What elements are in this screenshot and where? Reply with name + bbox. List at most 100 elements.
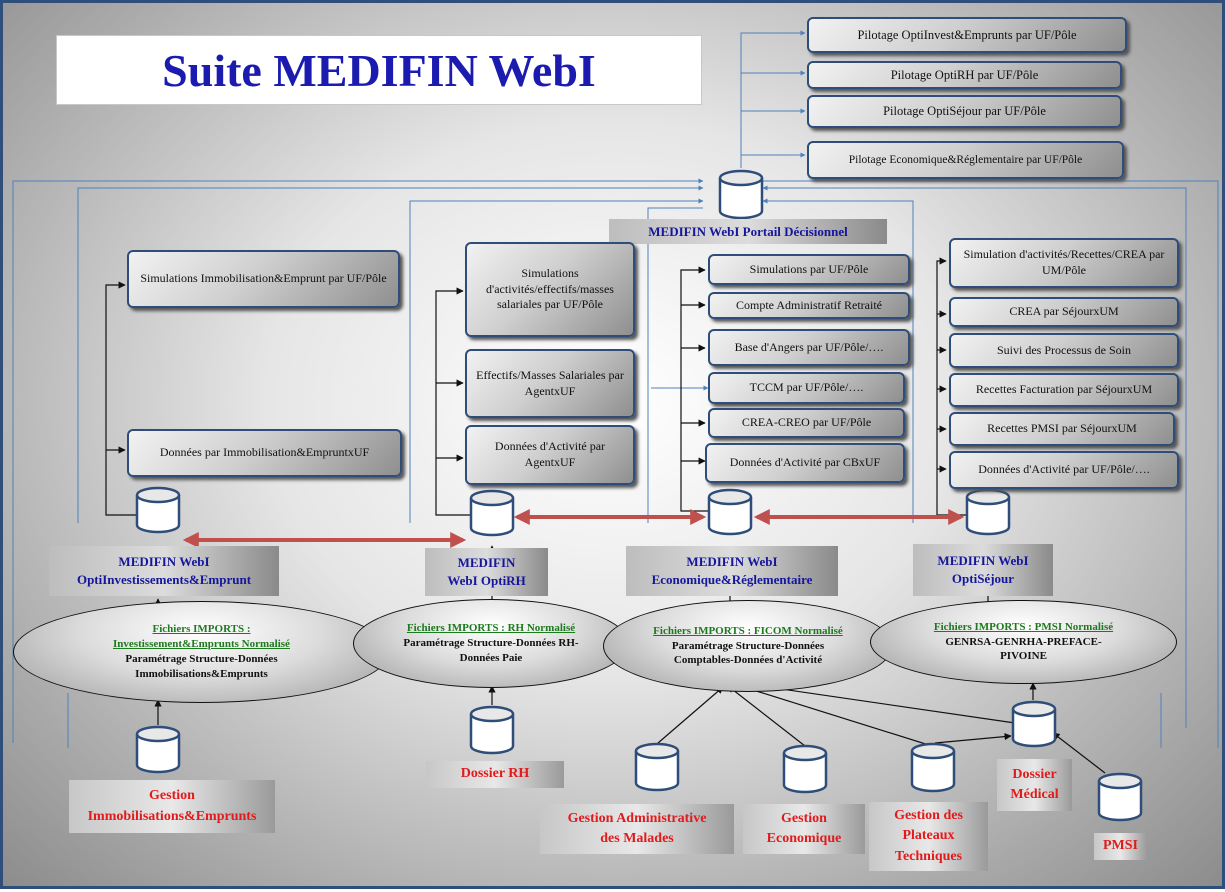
connector-lines bbox=[12, 30, 1219, 822]
invest-box-simulations: Simulations Immobilisation&Emprunt par U… bbox=[127, 250, 400, 308]
database-icon-gestion-eco bbox=[782, 744, 828, 794]
pilotage-text: Pilotage OptiInvest&Emprunts par UF/Pôle bbox=[857, 27, 1077, 42]
module-label-line: MEDIFIN WebI bbox=[686, 554, 778, 570]
diagram-title-box: Suite MEDIFIN WebI bbox=[56, 35, 702, 105]
source-label-line: PMSI bbox=[1103, 838, 1138, 854]
module-label-sejour: MEDIFIN WebI OptiSéjour bbox=[913, 544, 1053, 596]
database-icon-immo bbox=[135, 725, 181, 774]
database-icon-admin bbox=[634, 742, 680, 792]
source-label-line: Plateaux bbox=[902, 828, 955, 844]
box-text: Données par Immobilisation&EmpruntxUF bbox=[159, 445, 370, 460]
pilotage-box-sejour: Pilotage OptiSéjour par UF/Pôle bbox=[807, 95, 1122, 128]
source-label-dossier-rh: Dossier RH bbox=[426, 761, 564, 788]
box-text: Recettes PMSI par SéjourxUM bbox=[987, 421, 1137, 436]
imports-ellipse-invest: Fichiers IMPORTS : Investissement&Emprun… bbox=[13, 601, 390, 703]
feedback-lines bbox=[12, 30, 1219, 748]
box-text: Simulation d'activités/Recettes/CREA par… bbox=[963, 247, 1165, 277]
database-icon-sejour bbox=[965, 488, 1011, 536]
database-icon-plateaux bbox=[910, 742, 956, 793]
sejour-box-simulation: Simulation d'activités/Recettes/CREA par… bbox=[949, 238, 1179, 288]
source-label-admin: Gestion Administrative des Malades bbox=[540, 804, 734, 854]
sejour-box-facturation: Recettes Facturation par SéjourxUM bbox=[949, 373, 1179, 407]
source-label-line: des Malades bbox=[600, 831, 674, 846]
source-label-line: Gestion bbox=[149, 788, 195, 804]
database-cylinders bbox=[135, 169, 1143, 822]
pilotage-box-eco: Pilotage Economique&Réglementaire par UF… bbox=[807, 141, 1124, 179]
box-text: Suivi des Processus de Soin bbox=[996, 342, 1131, 357]
database-icon-invest bbox=[135, 486, 181, 534]
box-text: Effectifs/Masses Salariales par AgentxUF bbox=[476, 367, 624, 398]
module-label-eco: MEDIFIN WebI Economique&Réglementaire bbox=[626, 546, 838, 596]
box-text: Base d'Angers par UF/Pôle/…. bbox=[734, 339, 884, 354]
module-label-rh: MEDIFIN WebI OptiRH bbox=[425, 548, 548, 596]
box-text: Données d'Activité par UF/Pôle/…. bbox=[978, 462, 1150, 477]
box-text: CREA par SéjourxUM bbox=[1009, 304, 1119, 319]
pilotage-text: Pilotage OptiRH par UF/Pôle bbox=[890, 67, 1039, 82]
eco-box-simulations: Simulations par UF/Pôle bbox=[708, 254, 910, 285]
eco-box-compte: Compte Administratif Retraité bbox=[708, 292, 910, 319]
module-label-line: MEDIFIN WebI bbox=[937, 553, 1029, 569]
source-label-line: Economique bbox=[766, 831, 842, 846]
source-label-line: Dossier bbox=[1012, 766, 1057, 782]
rh-box-donnees: Données d'Activité par AgentxUF bbox=[465, 425, 635, 485]
source-label-line: Gestion bbox=[781, 810, 827, 826]
box-text: Recettes Facturation par SéjourxUM bbox=[975, 382, 1153, 397]
sejour-box-donnees: Données d'Activité par UF/Pôle/…. bbox=[949, 451, 1179, 489]
eco-box-donnees: Données d'Activité par CBxUF bbox=[705, 443, 905, 483]
database-icon-eco bbox=[707, 488, 753, 536]
tree-connectors bbox=[105, 257, 1106, 774]
pilotage-box-invest: Pilotage OptiInvest&Emprunts par UF/Pôle bbox=[807, 17, 1127, 53]
source-label-line: Dossier RH bbox=[460, 766, 530, 782]
imports-ellipse-sejour: Fichiers IMPORTS : PMSI Normalisé GENRSA… bbox=[870, 600, 1177, 684]
box-text: Données d'Activité par CBxUF bbox=[729, 455, 881, 470]
eco-box-tccm: TCCM par UF/Pôle/…. bbox=[708, 372, 905, 404]
box-text: Compte Administratif Retraité bbox=[736, 297, 882, 312]
portail-label-text: MEDIFIN WebI Portail Décisionnel bbox=[648, 223, 848, 239]
imports-body: Paramétrage Structure-Données Comptables… bbox=[671, 639, 825, 667]
invest-box-donnees: Données par Immobilisation&EmpruntxUF bbox=[127, 429, 402, 477]
rh-box-effectifs: Effectifs/Masses Salariales par AgentxUF bbox=[465, 349, 635, 418]
database-icon-rh bbox=[469, 489, 515, 537]
eco-box-crea: CREA-CREO par UF/Pôle bbox=[708, 408, 905, 438]
sejour-box-pmsi: Recettes PMSI par SéjourxUM bbox=[949, 412, 1175, 446]
box-text: CREA-CREO par UF/Pôle bbox=[741, 415, 872, 430]
rh-box-simulations: Simulations d'activités/effectifs/masses… bbox=[465, 242, 635, 337]
imports-ellipse-rh: Fichiers IMPORTS : RH Normalisé Paramétr… bbox=[353, 599, 629, 688]
diagram-title: Suite MEDIFIN WebI bbox=[162, 44, 596, 96]
box-text: Données d'Activité par AgentxUF bbox=[494, 439, 606, 469]
imports-heading: Fichiers IMPORTS : FICOM Normalisé bbox=[653, 624, 843, 637]
box-text: Simulations par UF/Pôle bbox=[749, 261, 869, 276]
red-exchange-arrows bbox=[182, 509, 965, 548]
pilotage-box-rh: Pilotage OptiRH par UF/Pôle bbox=[807, 61, 1122, 89]
module-label-line: MEDIFIN bbox=[457, 555, 516, 571]
database-icon-portail bbox=[718, 169, 764, 220]
imports-ellipse-eco: Fichiers IMPORTS : FICOM Normalisé Param… bbox=[603, 600, 893, 692]
database-icon-medical bbox=[1011, 700, 1057, 748]
sejour-box-suivi: Suivi des Processus de Soin bbox=[949, 333, 1179, 368]
module-label-line: WebI OptiRH bbox=[447, 573, 526, 588]
eco-box-angers: Base d'Angers par UF/Pôle/…. bbox=[708, 329, 910, 366]
module-label-line: MEDIFIN WebI bbox=[118, 554, 210, 570]
database-icon-dossier-rh bbox=[469, 705, 515, 755]
box-text: Simulations d'activités/effectifs/masses… bbox=[486, 266, 614, 312]
source-label-line: Gestion des bbox=[894, 808, 963, 824]
imports-heading: Fichiers IMPORTS : RH Normalisé bbox=[406, 622, 576, 635]
imports-heading: Fichiers IMPORTS : PMSI Normalisé bbox=[933, 620, 1114, 633]
database-icon-pmsi bbox=[1097, 772, 1143, 822]
pilotage-text: Pilotage OptiSéjour par UF/Pôle bbox=[883, 104, 1046, 119]
source-label-line: Gestion Administrative bbox=[567, 810, 707, 826]
module-label-line: OptiSéjour bbox=[951, 571, 1015, 586]
imports-body: Paramétrage Structure-Données RH-Données… bbox=[403, 637, 579, 664]
imports-body: GENRSA-GENRHA-PREFACE-PIVOINE bbox=[945, 635, 1102, 663]
imports-heading: Fichiers IMPORTS : Investissement&Emprun… bbox=[113, 623, 290, 651]
source-label-line: Immobilisations&Emprunts bbox=[87, 808, 257, 824]
source-label-line: Techniques bbox=[894, 848, 963, 864]
box-text: Simulations Immobilisation&Emprunt par U… bbox=[140, 271, 387, 286]
box-text: TCCM par UF/Pôle/…. bbox=[749, 380, 864, 395]
pilotage-text: Pilotage Economique&Réglementaire par UF… bbox=[848, 153, 1083, 166]
module-label-line: Economique&Réglementaire bbox=[651, 572, 813, 587]
